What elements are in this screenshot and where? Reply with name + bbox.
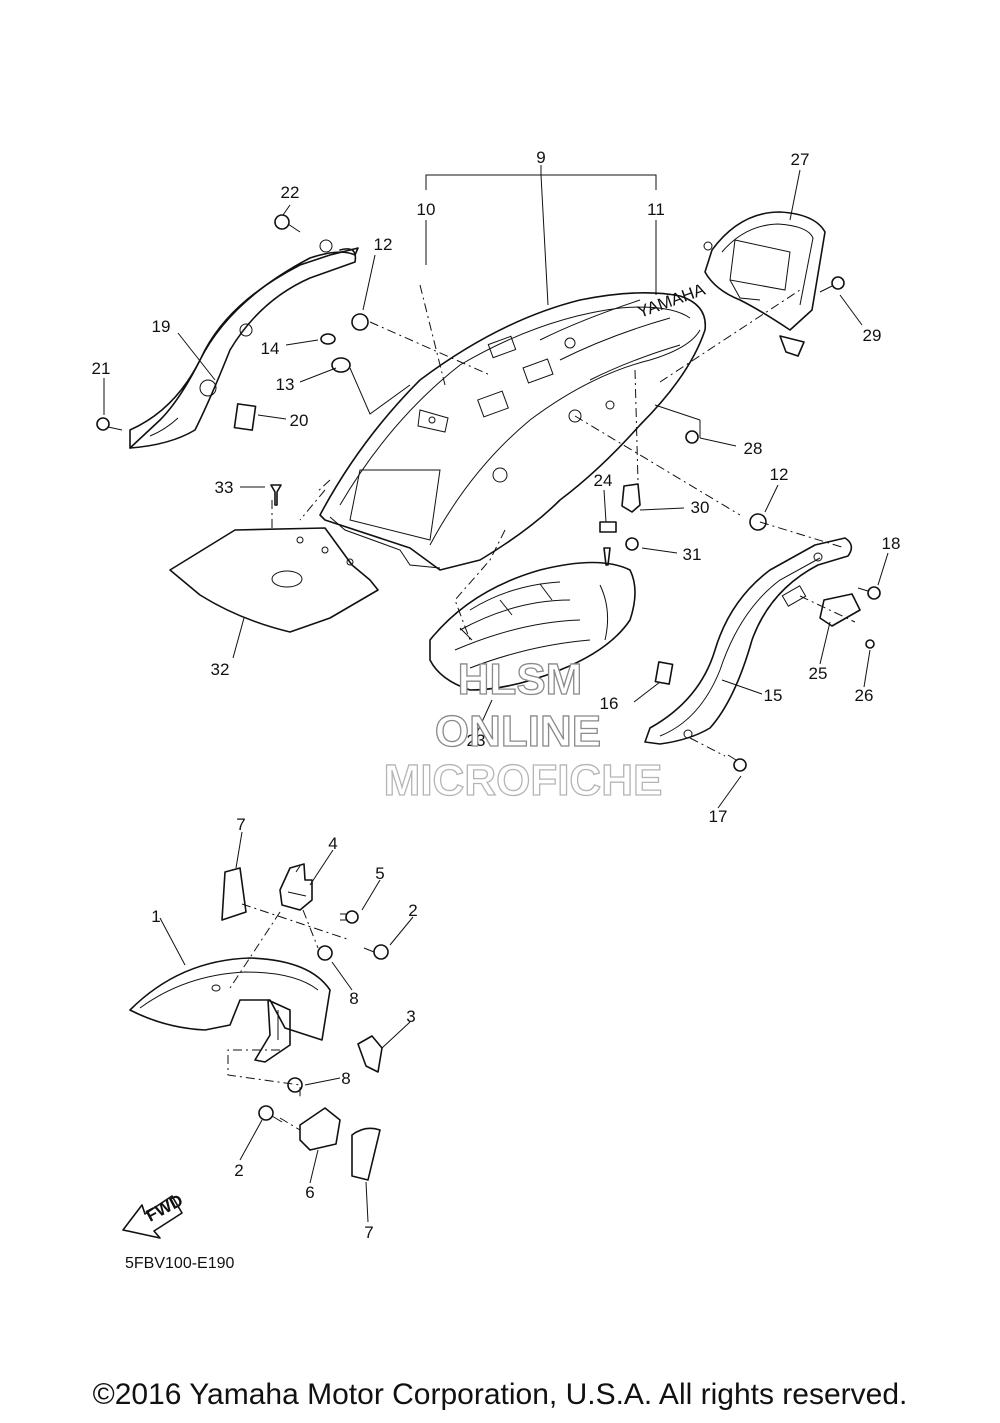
license-plate-part[interactable] (169, 527, 379, 633)
callout-number: 17 (709, 807, 728, 826)
rear-fender-part[interactable] (319, 292, 707, 571)
assembly-lines (227, 284, 856, 1131)
watermark: HLSM ONLINE MICROFICHE (383, 654, 663, 805)
fwd-label: FWD (143, 1191, 186, 1226)
callout-number: 4 (328, 834, 337, 853)
callout-number: 21 (92, 359, 111, 378)
callout-number: 31 (683, 545, 702, 564)
callout-number: 15 (764, 686, 783, 705)
leader-lines (103, 165, 889, 1223)
callout-number: 12 (770, 465, 789, 484)
callout-number: 11 (647, 200, 665, 219)
callout-number: 25 (809, 664, 828, 683)
callout-number: 3 (406, 1007, 415, 1026)
callout-number: 14 (261, 339, 280, 358)
callout-number: 27 (791, 150, 810, 169)
callout-number: 7 (236, 815, 245, 834)
callout-number: 8 (349, 989, 358, 1008)
callout-number: 2 (408, 901, 417, 920)
callout-number: 26 (855, 686, 874, 705)
callout-number: 16 (600, 694, 619, 713)
callout-number: 22 (281, 183, 300, 202)
callout-number: 20 (290, 411, 309, 430)
watermark-line: HLSM (458, 655, 583, 704)
left-stay-part[interactable] (129, 239, 359, 449)
callout-number: 18 (882, 534, 901, 553)
callout-number: 2 (234, 1161, 243, 1180)
callout-number: 29 (863, 326, 882, 345)
callout-number: 30 (691, 498, 710, 517)
fender-decal-text: YAMAHA (635, 280, 708, 322)
callout-number: 32 (211, 660, 230, 679)
callout-number: 33 (215, 478, 234, 497)
callout-number: 28 (744, 439, 763, 458)
small-hardware-parts (96, 214, 881, 1181)
taillight-part[interactable] (703, 211, 826, 357)
callout-number: 24 (594, 471, 613, 490)
watermark-line: MICROFICHE (384, 756, 663, 805)
callout-number: 12 (374, 235, 393, 254)
callout-number: 13 (276, 375, 295, 394)
callout-number: 23 (467, 731, 486, 750)
forward-arrow-icon: FWD (122, 1191, 186, 1239)
callout-number: 8 (341, 1069, 350, 1088)
callout-number: 1 (151, 907, 160, 926)
front-fender-part[interactable] (129, 957, 331, 1063)
callout-number: 9 (536, 148, 545, 167)
diagram-code: 5FBV100-E190 (125, 1255, 235, 1272)
watermark-line: ONLINE (435, 707, 601, 756)
callout-number: 6 (305, 1183, 314, 1202)
callout-number: 19 (152, 317, 171, 336)
callout-number: 7 (364, 1223, 373, 1242)
callout-number: 5 (375, 864, 384, 883)
callout-number: 10 (417, 200, 436, 219)
inner-fender-part[interactable] (429, 561, 636, 691)
copyright-notice: ©2016 Yamaha Motor Corporation, U.S.A. A… (92, 1378, 908, 1411)
right-stay-part[interactable] (644, 537, 853, 745)
callout-labels: 1 2 2 3 4 5 6 7 7 8 8 9 10 11 12 12 13 1… (92, 148, 901, 1242)
